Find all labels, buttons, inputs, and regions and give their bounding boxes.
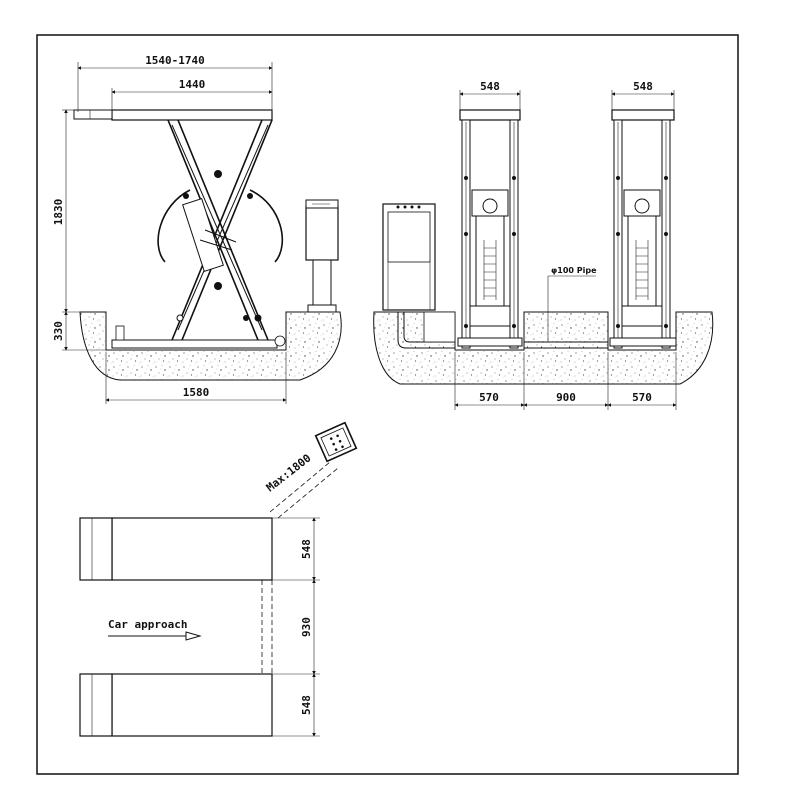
dim-side-base: 1580 (183, 386, 210, 399)
drawing-border (36, 34, 739, 775)
side-view: 1540-1740 1440 1830 330 1580 (52, 54, 342, 404)
dim-front-middle-spacing: 900 (556, 391, 576, 404)
front-lift-column-right (609, 109, 677, 349)
dim-front-right-spacing: 570 (632, 391, 652, 404)
plan-runway-top (111, 517, 273, 581)
dim-front-left-spacing: 570 (479, 391, 499, 404)
dim-front-width-right: 548 (633, 80, 653, 93)
plan-view: Max:1800 Car approach 548 930 548 (79, 421, 358, 737)
label-hose-max: Max:1800 (264, 451, 314, 494)
side-base-frame (111, 339, 278, 349)
dim-side-top-range: 1540-1740 (145, 54, 205, 67)
label-pipe: φ100 Pipe (551, 266, 597, 275)
front-view: φ100 Pipe (373, 80, 714, 410)
front-lift-column-left (457, 109, 523, 349)
dim-plan-gap: 930 (300, 617, 313, 637)
side-scissor-arms (157, 119, 284, 341)
dim-plan-width-top: 548 (300, 539, 313, 559)
dim-side-depth: 330 (52, 321, 65, 341)
label-car-approach: Car approach (108, 618, 187, 631)
side-platform (111, 109, 273, 121)
front-control-box (382, 203, 436, 311)
plan-runway-bottom (111, 673, 273, 737)
dim-front-width-left: 548 (480, 80, 500, 93)
plan-control-box (314, 421, 358, 463)
dim-side-platform: 1440 (179, 78, 206, 91)
dim-side-height: 1830 (52, 199, 65, 226)
side-control-column (305, 199, 339, 313)
dim-plan-width-bottom: 548 (300, 695, 313, 715)
